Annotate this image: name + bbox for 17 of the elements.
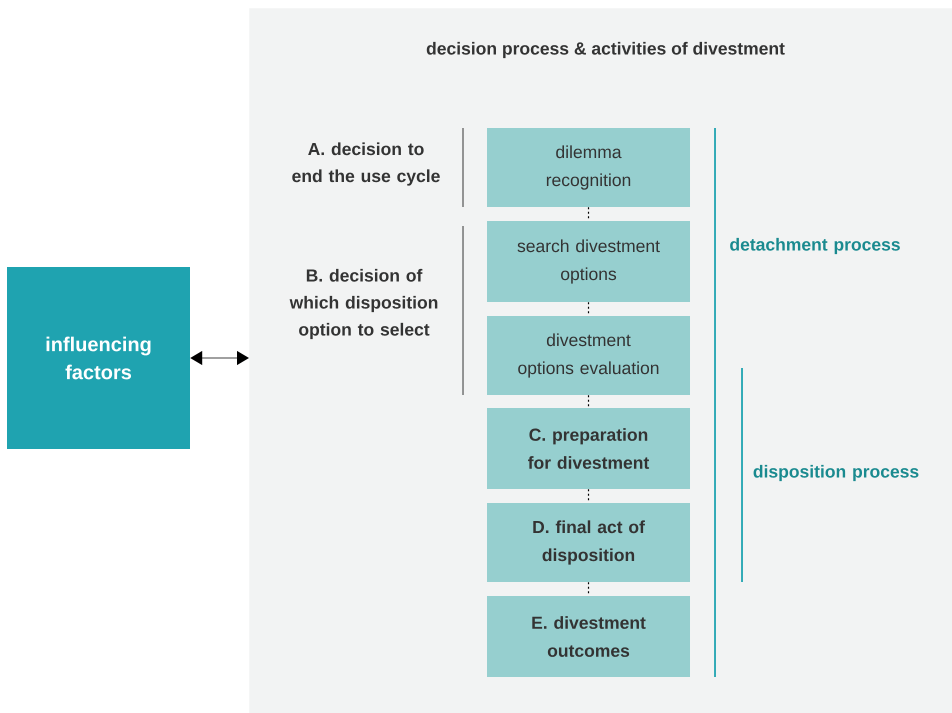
process-box: C. preparation for divestment xyxy=(487,408,690,489)
connector xyxy=(588,582,590,596)
connector xyxy=(588,302,590,316)
process-box: D. final act of disposition xyxy=(487,503,690,582)
process-box: search divestment options xyxy=(487,221,690,302)
connector xyxy=(588,395,590,408)
process-box: divestment options evaluation xyxy=(487,316,690,395)
process-box: E. divestment outcomes xyxy=(487,596,690,677)
connector xyxy=(588,207,590,221)
factor-box: influencing factors xyxy=(7,267,190,449)
bracket-label: A. decision to end the use cycle xyxy=(292,142,440,186)
process-label: disposition process xyxy=(754,464,918,482)
process-box: dilemma recognition xyxy=(487,128,690,207)
connector xyxy=(588,489,590,503)
panel-title: decision process & activities of divestment xyxy=(426,42,785,58)
process-label: detachment process xyxy=(730,238,900,254)
bracket-label: B. decision of which disposition option to select xyxy=(290,268,438,340)
